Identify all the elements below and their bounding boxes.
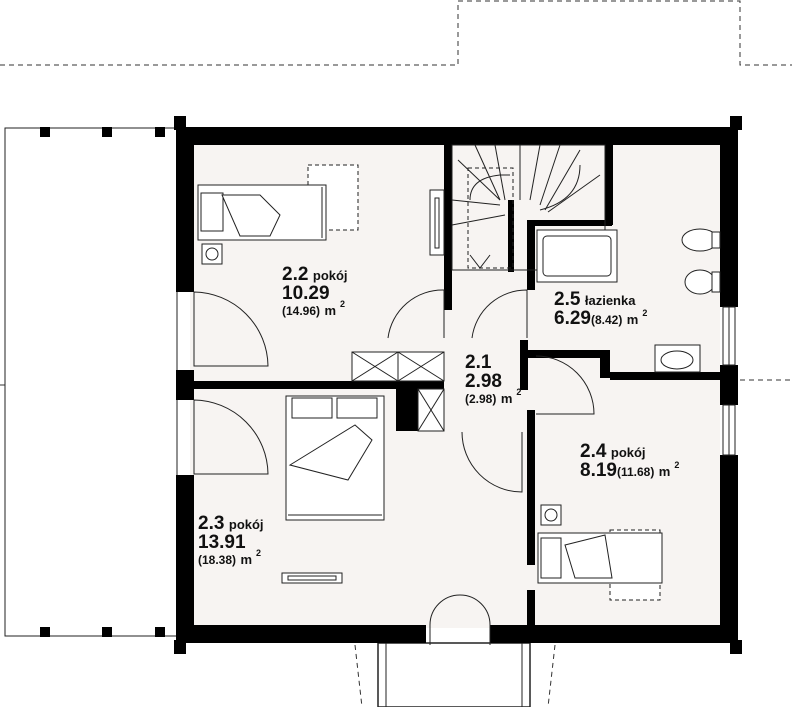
room-name: pokój xyxy=(228,517,264,532)
area-unit: m xyxy=(324,303,337,318)
unit-exponent: 2 xyxy=(340,299,346,309)
doors xyxy=(193,289,595,645)
room-gross-area: (11.68) xyxy=(616,465,655,479)
walls xyxy=(174,116,742,654)
area-unit: m xyxy=(500,391,513,406)
balcony xyxy=(377,642,531,707)
room-number: 2.5 xyxy=(554,289,581,310)
unit-exponent: 2 xyxy=(256,548,262,558)
unit-exponent: 2 xyxy=(516,387,522,397)
room-area: 13.91 xyxy=(198,532,246,553)
staircase xyxy=(451,144,606,271)
wardrobes xyxy=(281,189,445,584)
room-gross-area: (14.96) xyxy=(282,304,321,318)
room-area: 8.19 xyxy=(580,460,617,481)
room-number: 2.3 xyxy=(198,513,225,534)
room-area: 6.29 xyxy=(554,308,591,329)
room-name: łazienka xyxy=(584,293,636,308)
bed-room-2-3 xyxy=(285,395,385,521)
windows xyxy=(722,306,736,456)
area-unit: m xyxy=(626,312,639,327)
room-number: 2.4 xyxy=(580,441,607,462)
terrace xyxy=(4,127,178,637)
area-unit: m xyxy=(240,552,253,567)
unit-exponent: 2 xyxy=(674,460,680,470)
bathroom-fixtures xyxy=(536,228,721,373)
room-number: 2.2 xyxy=(282,264,309,285)
room-area: 10.29 xyxy=(282,283,330,304)
bed-room-2-2 xyxy=(197,164,359,265)
unit-exponent: 2 xyxy=(642,308,648,318)
room-gross-area: (2.98) xyxy=(465,392,497,406)
bed-room-2-4 xyxy=(537,504,663,601)
area-unit: m xyxy=(658,464,671,479)
room-name: pokój xyxy=(312,268,348,283)
room-number: 2.1 xyxy=(465,352,492,373)
room-name: pokój xyxy=(610,445,646,460)
room-area: 2.98 xyxy=(465,371,502,392)
room-gross-area: (8.42) xyxy=(590,313,623,327)
room-gross-area: (18.38) xyxy=(198,553,237,567)
